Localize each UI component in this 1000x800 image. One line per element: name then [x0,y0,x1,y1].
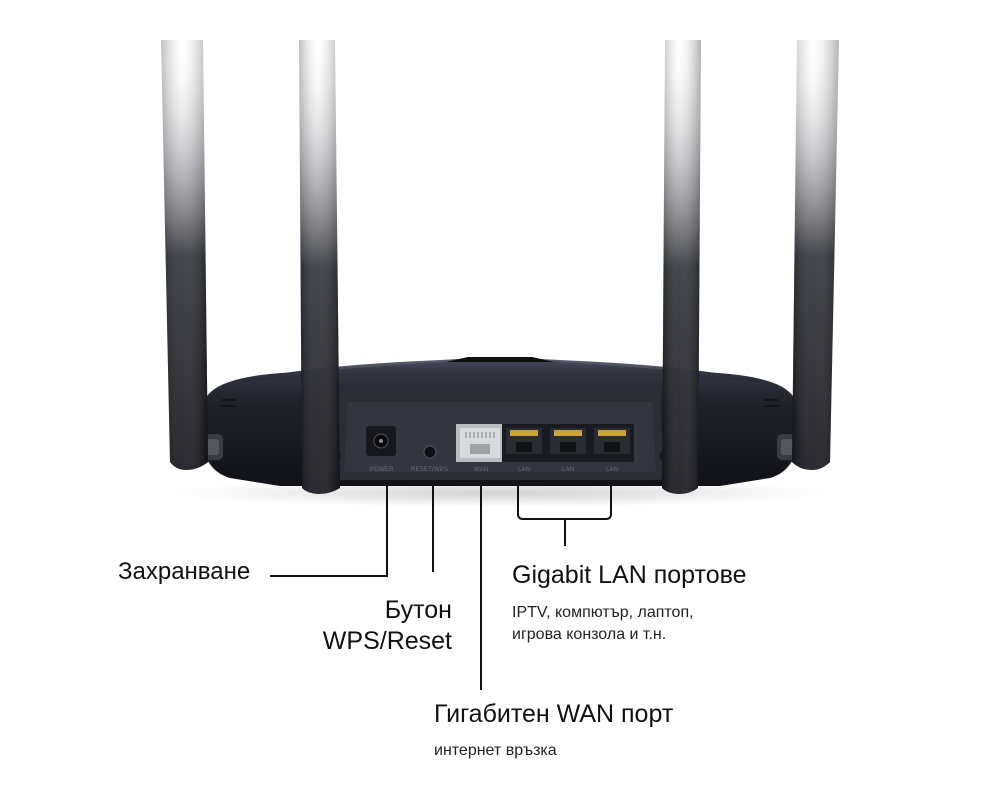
reset-wps-button [423,445,437,459]
lan-description-line1: IPTV, компютър, лаптоп, [512,604,694,621]
power-leader-line [270,482,388,577]
wan-port-print: WAN [474,467,488,473]
wps-reset-label-line2: WPS/Reset [322,627,452,655]
router-body [199,357,801,486]
power-port-print: POWER [370,467,394,473]
lan-callout-description: IPTV, компютър, лаптоп, игрова конзола и… [512,602,772,646]
antenna-left-inner [299,40,340,494]
power-callout-label: Захранване [118,558,251,585]
antenna-right-inner [662,40,701,494]
lan-port-2 [546,424,590,462]
wan-callout-description: интернет връзка [434,742,557,759]
reset-wps-print: RESET/WPS [411,467,448,473]
wps-reset-label-line1: Бутон [384,596,452,624]
antenna-left-outer [161,40,208,470]
wan-callout-title: Гигабитен WAN порт [434,700,674,728]
side-vents [220,399,780,407]
wan-port [456,424,504,462]
lan-port-2-print: LAN [562,467,574,473]
lan-port-1 [502,424,546,462]
wps-reset-callout-label: Бутон WPS/Reset [300,595,452,657]
lan-port-3 [590,424,634,462]
lan-port-3-print: LAN [606,467,618,473]
antenna-right-outer [792,40,839,470]
lan-callout-title: Gigabit LAN портове [512,561,747,589]
lan-description-line2: игрова конзола и т.н. [512,626,667,643]
lan-port-1-print: LAN [518,467,530,473]
power-port [366,426,396,456]
